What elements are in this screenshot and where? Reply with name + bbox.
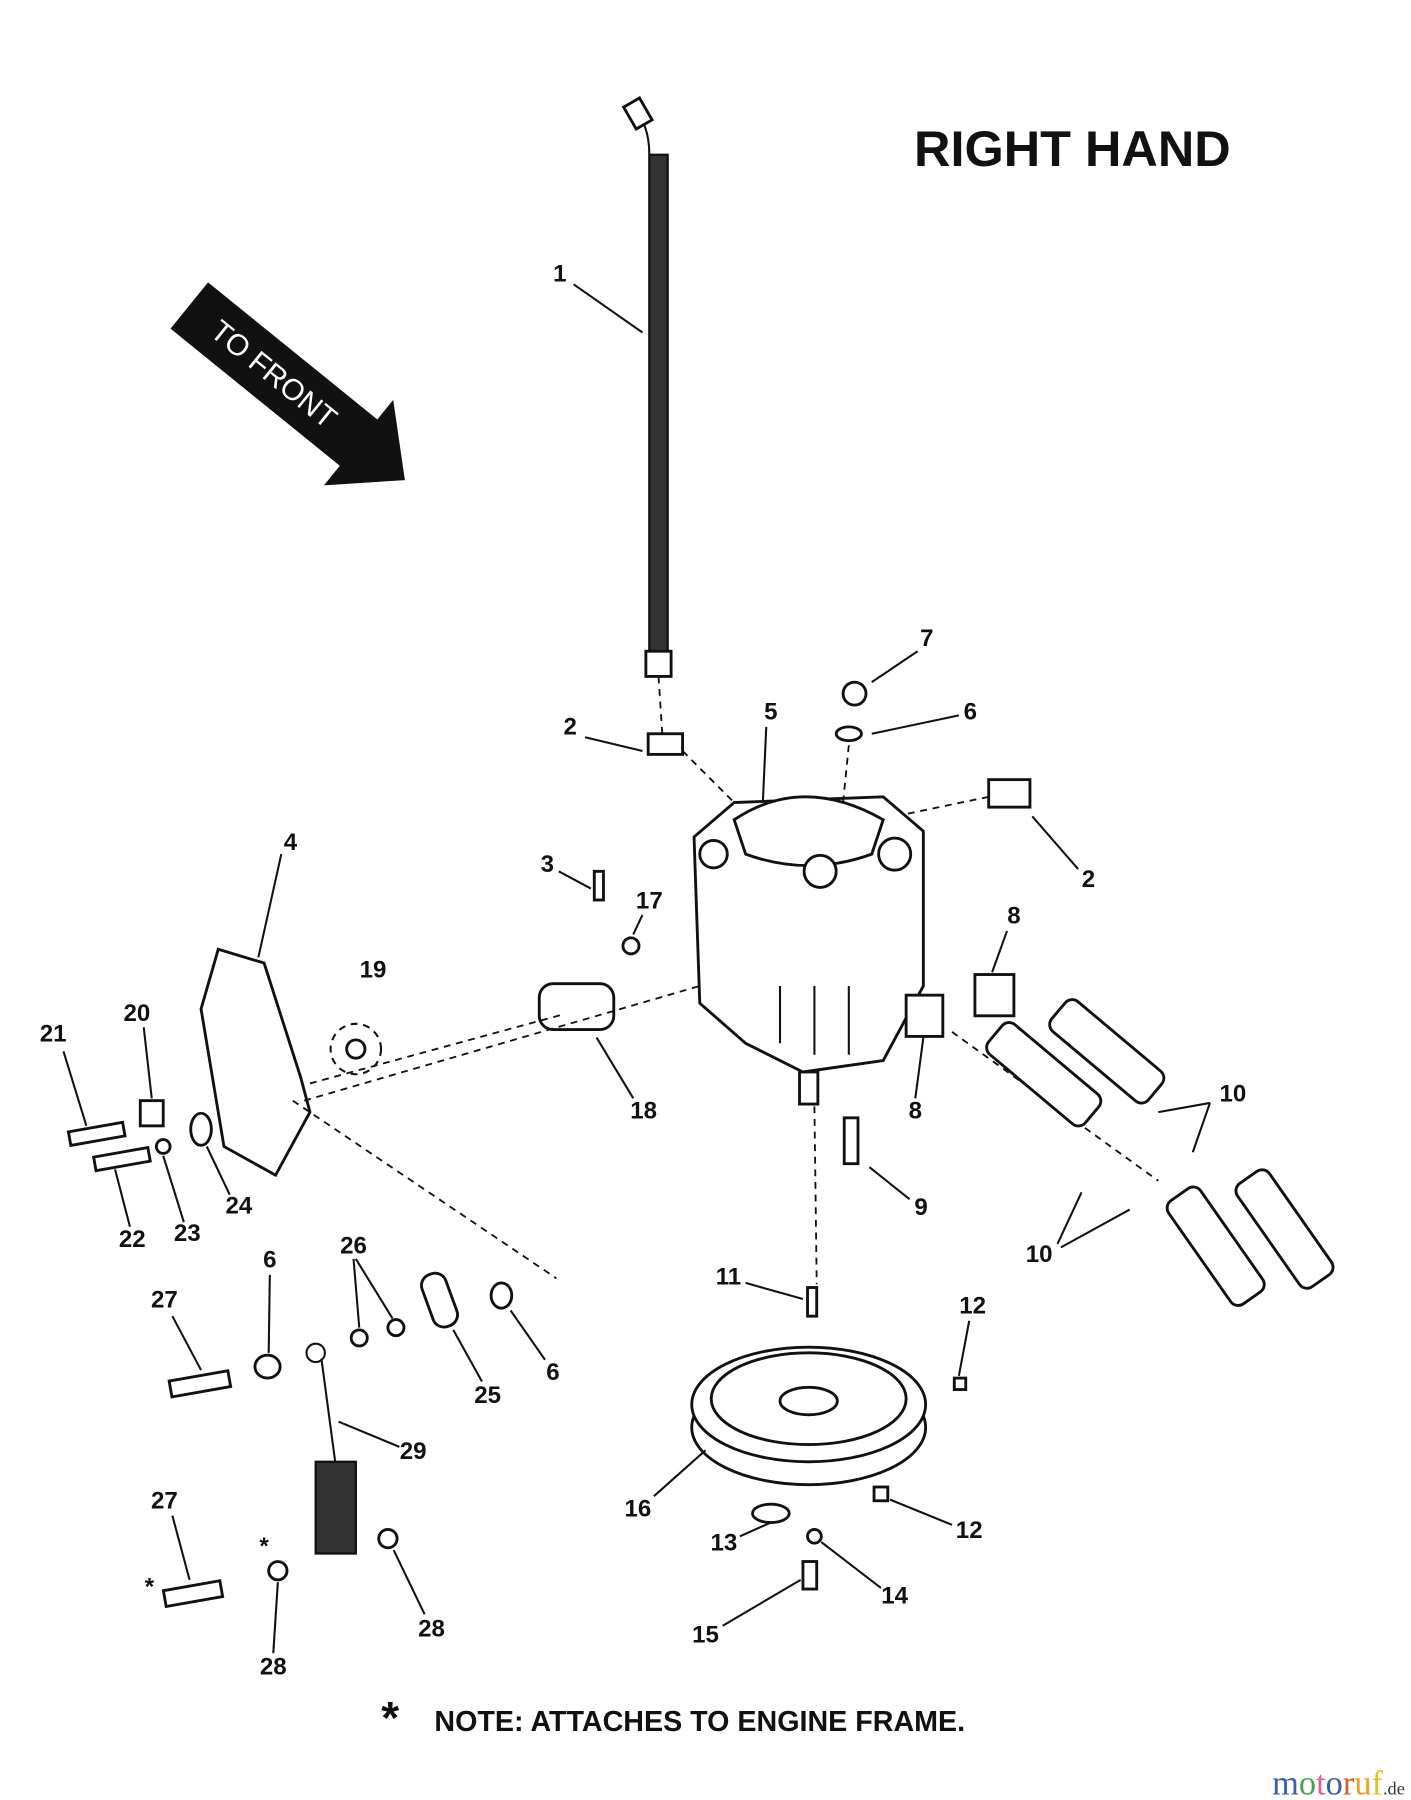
set-screw <box>872 1485 890 1503</box>
callout: 12 <box>956 1517 983 1544</box>
callout: 23 <box>174 1220 201 1247</box>
callout: 6 <box>546 1359 559 1386</box>
callout: 11 <box>716 1264 741 1291</box>
spring <box>305 1342 357 1555</box>
nut <box>138 1099 165 1128</box>
washer <box>751 1502 791 1524</box>
lock-washer <box>154 1138 172 1155</box>
callout: 6 <box>263 1247 276 1274</box>
callout: 18 <box>630 1097 657 1124</box>
control-arm <box>537 982 616 1031</box>
callout: 6 <box>964 698 977 725</box>
mounting-plate <box>199 947 312 1178</box>
bolt <box>167 1369 233 1399</box>
callout: 21 <box>40 1021 67 1048</box>
callout: 28 <box>260 1654 287 1681</box>
to-front-arrow: TO FRONT <box>170 282 405 486</box>
callout: 9 <box>914 1194 927 1221</box>
callout: 10 <box>1026 1241 1053 1268</box>
set-screw <box>952 1376 968 1391</box>
bolt <box>801 1560 819 1591</box>
washer <box>253 1353 282 1380</box>
nut <box>621 936 641 956</box>
callout: 14 <box>881 1582 908 1609</box>
callout: 12 <box>959 1292 986 1319</box>
elbow-fitting <box>646 732 685 756</box>
callout: 3 <box>541 851 554 878</box>
callout: 27 <box>151 1487 178 1514</box>
washer <box>489 1281 514 1310</box>
callout: 5 <box>764 698 777 725</box>
bolt <box>161 1579 225 1609</box>
bolt <box>66 1120 127 1148</box>
callout: 24 <box>225 1193 252 1220</box>
callout: 29 <box>400 1438 427 1465</box>
callout: 28 <box>418 1616 445 1643</box>
hose-fittings <box>985 998 1335 1307</box>
callout: 27 <box>151 1287 178 1314</box>
nut <box>377 1527 399 1550</box>
callout: 8 <box>909 1097 922 1124</box>
callout: 4 <box>284 829 298 856</box>
callout: 1 <box>553 261 566 288</box>
watermark-logo: motoruf.de <box>1272 1764 1405 1800</box>
callout: 2 <box>1082 866 1095 893</box>
callouts: 1 2 5 7 6 2 3 17 8 19 20 21 18 8 10 9 22… <box>40 261 1247 1681</box>
callout: 25 <box>474 1382 501 1409</box>
callout: 2 <box>564 713 577 740</box>
asterisk-marker: * <box>145 1573 155 1600</box>
elbow-fitting <box>987 778 1032 809</box>
pin <box>592 869 605 902</box>
callout: 22 <box>119 1226 146 1253</box>
note-marker: * <box>381 1692 399 1744</box>
diagram-title: RIGHT HAND <box>914 120 1231 177</box>
callout: 19 <box>360 956 387 983</box>
nut <box>345 1038 367 1060</box>
nut <box>841 680 868 707</box>
callout: 8 <box>1007 903 1020 930</box>
washer <box>189 1111 213 1147</box>
hydrostatic-pump <box>692 795 925 1106</box>
fitting <box>973 973 1016 1018</box>
callout: 17 <box>636 888 663 915</box>
bolt <box>91 1145 152 1173</box>
hydraulic-hose <box>621 96 673 678</box>
callout: 15 <box>692 1621 719 1648</box>
ball-joint <box>420 1271 459 1329</box>
pulley <box>690 1345 928 1487</box>
bolt <box>842 1116 860 1166</box>
note-text: NOTE: ATTACHES TO ENGINE FRAME. <box>434 1706 965 1738</box>
asterisk-marker: * <box>259 1533 269 1560</box>
callout: 7 <box>920 625 933 652</box>
key <box>806 1286 819 1318</box>
nut <box>267 1560 289 1582</box>
washer <box>834 725 863 743</box>
callout: 20 <box>123 1000 150 1027</box>
callout: 13 <box>710 1530 737 1557</box>
leader-lines <box>62 283 1211 1654</box>
callout: 10 <box>1220 1080 1247 1107</box>
fitting <box>904 993 945 1038</box>
callout: 16 <box>624 1495 651 1522</box>
callout: 26 <box>340 1233 367 1260</box>
lock-washer <box>806 1527 823 1545</box>
